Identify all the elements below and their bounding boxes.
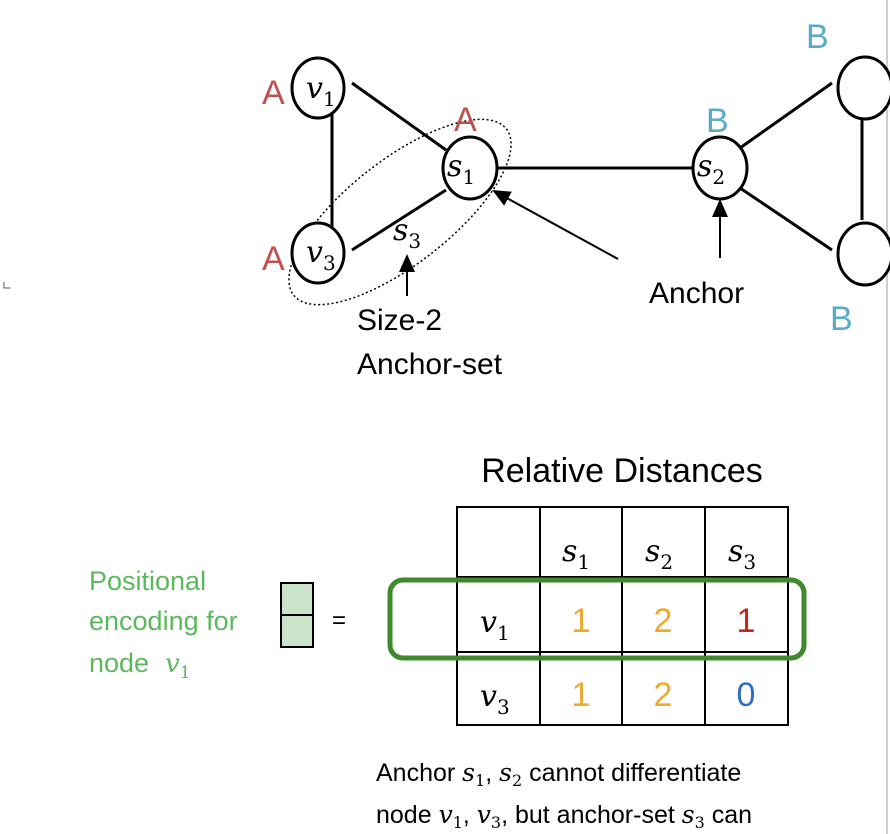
size2-label: Size-2 xyxy=(357,304,442,337)
cell-v1-s2: 2 xyxy=(654,602,673,640)
node-s2-label: s2 xyxy=(697,149,725,189)
encoding-label-line1: Positional xyxy=(89,566,206,596)
caption-line1: Anchor s1, s2 cannot differentiate xyxy=(376,758,741,790)
node-v3-label: v3 xyxy=(306,235,336,275)
row-header-v3: v3 xyxy=(480,679,510,719)
node-v3 xyxy=(290,221,346,285)
table-title: Relative Distances xyxy=(481,452,763,490)
edge-v1-s1 xyxy=(351,81,447,152)
group-label-b-top: B xyxy=(806,18,829,56)
node-v1 xyxy=(290,56,346,120)
col-header-s1: s1 xyxy=(562,534,590,574)
equals-sign: = xyxy=(332,607,346,634)
row-header-v1: v1 xyxy=(480,605,510,645)
anchor-set-s3-label: s3 xyxy=(393,213,421,253)
node-s1 xyxy=(441,135,499,201)
node-v1-label: v1 xyxy=(306,71,336,111)
group-label-a-s1: A xyxy=(454,101,477,139)
cell-v1-s3: 1 xyxy=(737,602,756,640)
edge-s2-b2 xyxy=(739,186,833,252)
anchor-set-ellipse xyxy=(288,118,512,306)
node-s1-label: s1 xyxy=(447,149,475,189)
stray-mark xyxy=(3,282,10,289)
group-label-b-s2: B xyxy=(706,102,729,140)
cell-v3-s3: 0 xyxy=(737,676,756,714)
anchor-arrow-s1 xyxy=(492,190,619,260)
anchor-label: Anchor xyxy=(649,277,744,310)
col-header-s2: s2 xyxy=(645,534,673,574)
cell-v1-s1: 1 xyxy=(572,602,591,640)
group-label-b-bottom: B xyxy=(830,300,853,338)
edge-v3-s1 xyxy=(351,188,447,252)
anchor-set-label: Anchor-set xyxy=(357,348,503,381)
graph-edges xyxy=(330,81,864,252)
group-label-a-v1: A xyxy=(262,74,285,112)
edge-s2-b1 xyxy=(739,81,833,150)
col-header-s3: s3 xyxy=(728,534,756,574)
cell-v3-s2: 2 xyxy=(654,676,673,714)
encoding-label-line2: encoding for xyxy=(89,606,238,636)
highlight-row-v1 xyxy=(387,577,807,661)
group-label-a-v3: A xyxy=(262,240,285,278)
encoding-vector-icon xyxy=(280,582,314,648)
node-b2 xyxy=(836,221,890,287)
caption-line2: node v1, v3, but anchor-set s3 can xyxy=(376,800,752,832)
table-grid xyxy=(456,506,789,726)
node-b1 xyxy=(836,55,890,121)
cell-v3-s1: 1 xyxy=(572,676,591,714)
